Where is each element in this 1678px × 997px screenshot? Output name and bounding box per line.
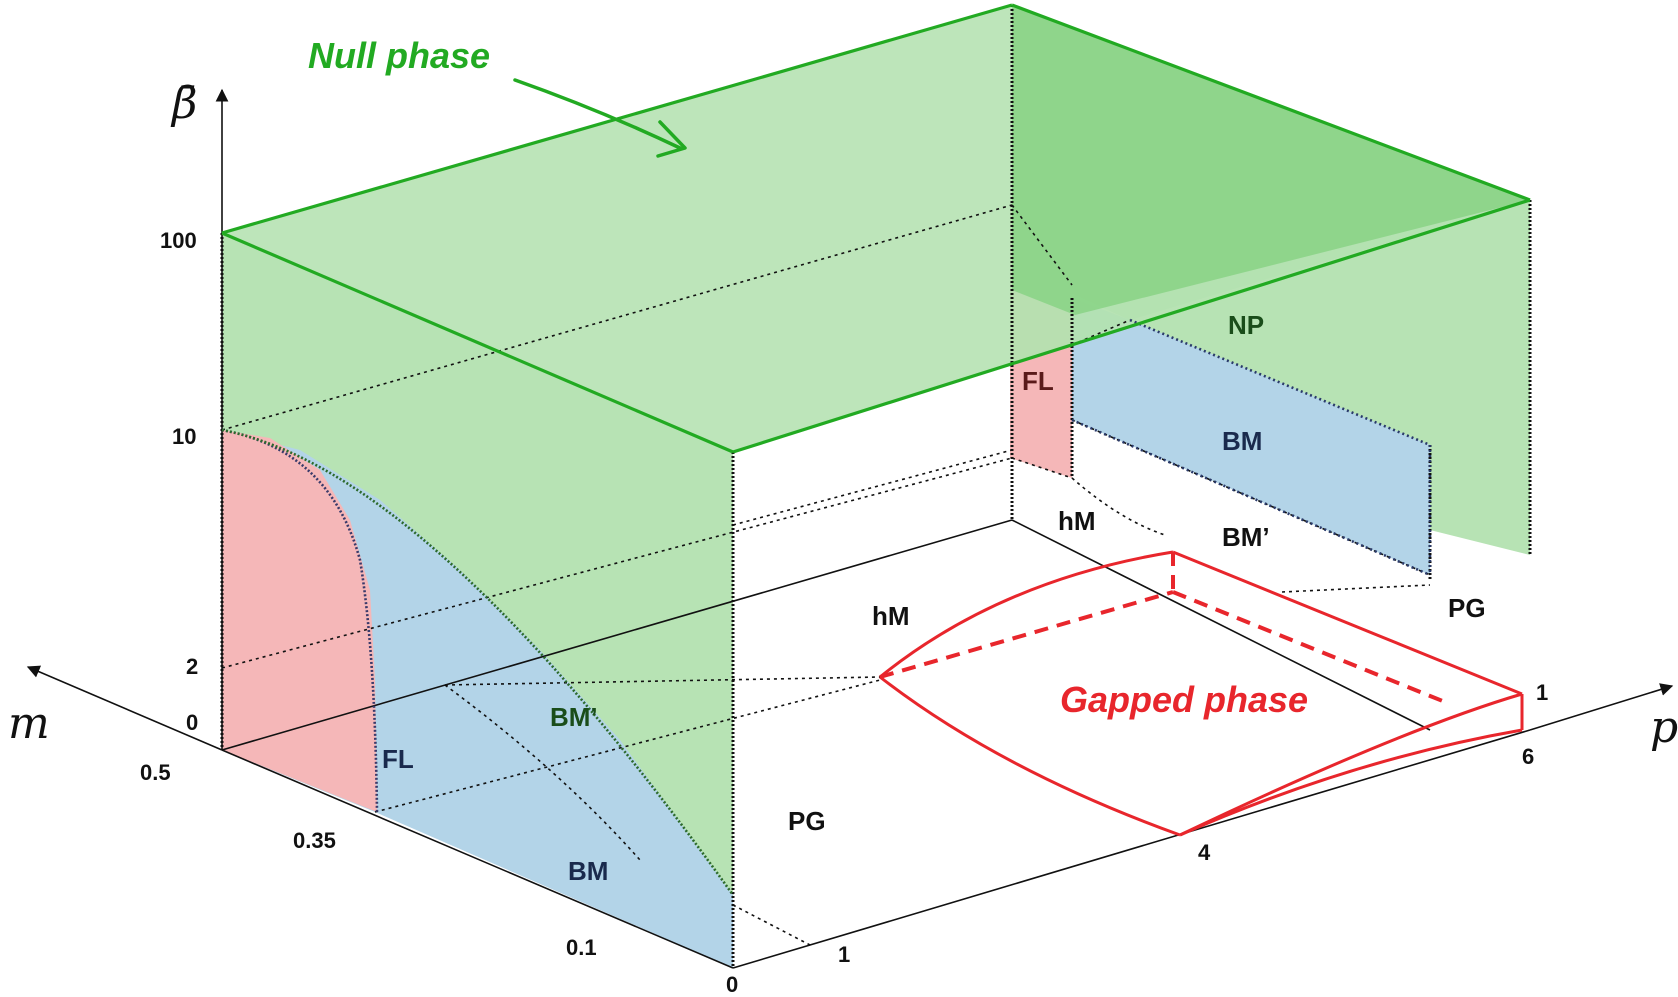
back-wall-bm-region <box>1072 320 1430 575</box>
p-tick-1-gapped: 1 <box>1536 680 1548 705</box>
null-phase-label: Null phase <box>308 35 490 76</box>
beta-axis-name: β̄ <box>170 78 197 129</box>
bm-left-label: BM <box>568 856 608 886</box>
p-axis-arrow <box>1529 683 1674 731</box>
beta-tick-10: 10 <box>172 424 196 449</box>
beta-tick-0: 0 <box>186 710 198 735</box>
m-axis-name: m <box>8 698 50 749</box>
m-axis-arrow <box>26 665 223 751</box>
fl-left-label: FL <box>382 744 414 774</box>
back-wall-bm-boundary <box>1071 318 1432 577</box>
m-tick-0.1: 0.1 <box>566 935 597 960</box>
left-wall-fl-boundary <box>221 428 379 813</box>
m-tick-0.35: 0.35 <box>293 828 336 853</box>
pg-right-label: PG <box>1448 593 1486 623</box>
fl-back-label: FL <box>1022 366 1054 396</box>
gapped-phase-label: Gapped phase <box>1060 679 1308 720</box>
hm-floor-label: hM <box>872 601 910 631</box>
m-tick-0: 0 <box>726 972 738 997</box>
axis-lines <box>221 519 1531 969</box>
null-phase-roof-dark <box>1012 5 1530 315</box>
guide-lines <box>221 204 1431 946</box>
m-tick-0.5: 0.5 <box>140 760 171 785</box>
back-wall-fl-region <box>1010 345 1072 478</box>
gapped-phase-region <box>879 550 1524 837</box>
bmprime-left-label: BM’ <box>550 702 598 732</box>
beta-tick-2: 2 <box>186 654 198 679</box>
np-label: NP <box>1228 310 1264 340</box>
bm-back-label: BM <box>1222 426 1262 456</box>
box-vertical-edges <box>220 5 1532 968</box>
p-tick-4: 4 <box>1198 840 1211 865</box>
left-wall-bm-boundary <box>221 428 735 896</box>
p-axis-name: p <box>1650 702 1678 753</box>
bmprime-back-label: BM’ <box>1222 522 1270 552</box>
gapped-phase-back-edges <box>879 552 1451 706</box>
hm-back-label: hM <box>1058 506 1096 536</box>
null-phase-pointer-arrow <box>513 78 687 158</box>
p-tick-6: 6 <box>1522 744 1534 769</box>
p-tick-1-front: 1 <box>838 942 850 967</box>
pg-floor-label: PG <box>788 806 826 836</box>
beta-tick-100: 100 <box>160 228 197 253</box>
